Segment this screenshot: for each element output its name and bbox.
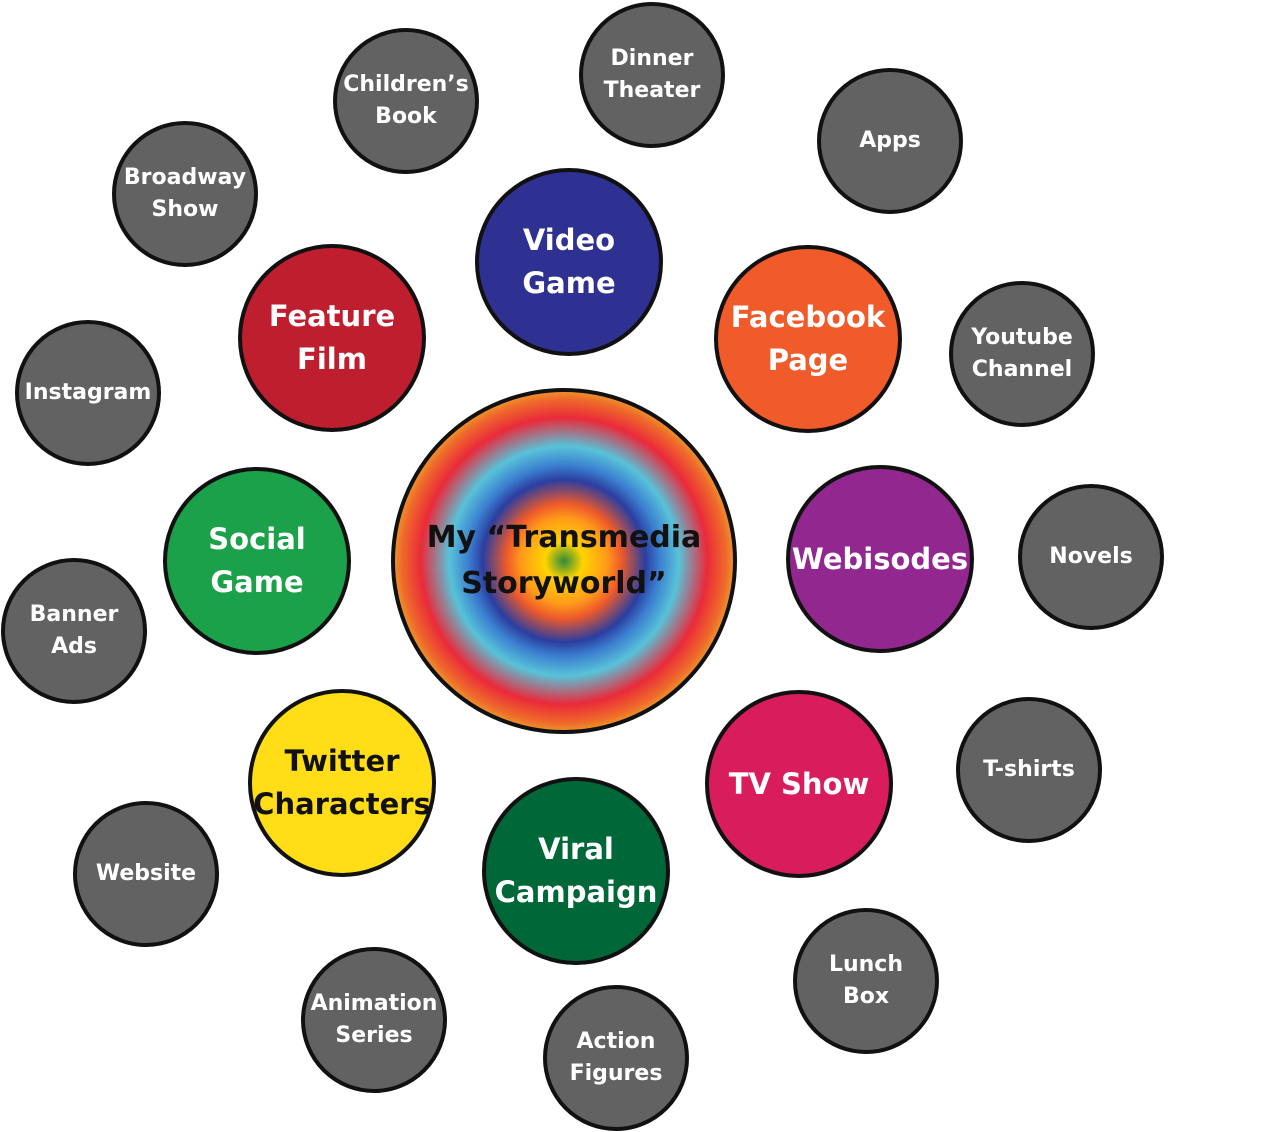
- viral-campaign-label: Viral Campaign: [494, 832, 658, 909]
- youtube-channel-label: Youtube Channel: [971, 325, 1073, 382]
- facebook-page-label: Facebook Page: [730, 300, 886, 377]
- lunch-box-label: Lunch Box: [828, 952, 904, 1009]
- childrens-book-label: Children’s Book: [343, 72, 469, 129]
- banner-ads-label: Banner Ads: [29, 602, 119, 659]
- tv-show-label: TV Show: [728, 766, 870, 801]
- center-label: My “Transmedia Storyworld”: [426, 520, 702, 601]
- webisodes-label: Webisodes: [791, 541, 969, 576]
- feature-film-circle: Feature Film: [238, 244, 426, 432]
- webisodes-circle: Webisodes: [786, 465, 974, 653]
- apps-label: Apps: [859, 128, 921, 153]
- childrens-book-circle: Children’s Book: [333, 28, 479, 174]
- animation-series-label: Animation Series: [310, 991, 438, 1048]
- dinner-theater-label: Dinner Theater: [603, 46, 701, 103]
- broadway-show-label: Broadway Show: [123, 165, 247, 222]
- social-game-label: Social Game: [208, 522, 306, 599]
- apps-circle: Apps: [817, 68, 963, 214]
- instagram-label: Instagram: [24, 380, 152, 405]
- center-storyworld-circle: My “Transmedia Storyworld”: [391, 388, 737, 734]
- action-figures-label: Action Figures: [569, 1029, 663, 1086]
- social-game-circle: Social Game: [163, 467, 351, 655]
- t-shirts-label: T-shirts: [983, 757, 1075, 782]
- website-circle: Website: [73, 801, 219, 947]
- website-label: Website: [95, 861, 197, 886]
- twitter-characters-circle: Twitter Characters: [248, 689, 436, 877]
- animation-series-circle: Animation Series: [301, 947, 447, 1093]
- viral-campaign-circle: Viral Campaign: [482, 777, 670, 965]
- novels-label: Novels: [1049, 544, 1133, 569]
- banner-ads-circle: Banner Ads: [1, 558, 147, 704]
- video-game-label: Video Game: [522, 223, 616, 300]
- video-game-circle: Video Game: [475, 168, 663, 356]
- dinner-theater-circle: Dinner Theater: [579, 2, 725, 148]
- t-shirts-circle: T-shirts: [956, 697, 1102, 843]
- facebook-page-circle: Facebook Page: [714, 245, 902, 433]
- youtube-channel-circle: Youtube Channel: [949, 281, 1095, 427]
- instagram-circle: Instagram: [15, 320, 161, 466]
- lunch-box-circle: Lunch Box: [793, 908, 939, 1054]
- tv-show-circle: TV Show: [705, 690, 893, 878]
- broadway-show-circle: Broadway Show: [112, 121, 258, 267]
- action-figures-circle: Action Figures: [543, 985, 689, 1131]
- feature-film-label: Feature Film: [268, 299, 396, 376]
- novels-circle: Novels: [1018, 484, 1164, 630]
- twitter-characters-label: Twitter Characters: [253, 744, 431, 821]
